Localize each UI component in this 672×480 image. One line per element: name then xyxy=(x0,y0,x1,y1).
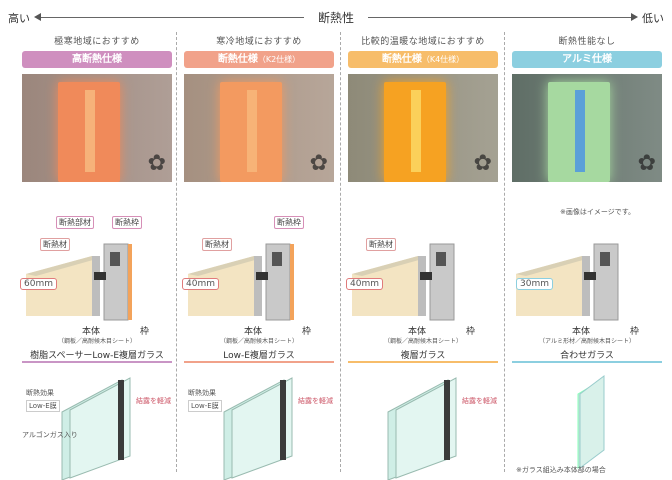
body-caption: 本体 xyxy=(572,327,591,337)
recommend-text: 断熱性能なし xyxy=(558,37,616,47)
spec-badge: 断熱仕様（K4仕様） xyxy=(348,51,498,68)
door-cross-section xyxy=(188,243,294,321)
label-insulation-member: 断熱部材 xyxy=(56,216,94,229)
spec-badge: 高断熱仕様 xyxy=(22,51,172,68)
spec-badge: 断熱仕様（K2仕様） xyxy=(184,51,334,68)
glass-note: ※ガラス組込み本体部の場合 xyxy=(516,466,606,474)
recommend-text: 極寒地域におすすめ xyxy=(54,37,140,47)
glass-label-effect: 断熱効果 xyxy=(26,389,54,397)
label-insulation-material: 断熱材 xyxy=(366,238,396,251)
glass-label-condensation: 結露を軽減 xyxy=(298,397,333,405)
plant-icon: ✿ xyxy=(637,151,656,176)
door-slit xyxy=(85,90,95,172)
plant-icon: ✿ xyxy=(473,151,492,176)
glass-illustration xyxy=(61,377,131,480)
badge-label: 断熱仕様 xyxy=(381,54,422,65)
door-photo: ✿ xyxy=(512,74,662,182)
door-cross-section xyxy=(516,243,619,321)
glass-door xyxy=(384,82,446,182)
glass-title-underline xyxy=(512,361,662,363)
door-slit xyxy=(411,90,421,172)
recommend-text: 寒冷地域におすすめ xyxy=(216,37,302,47)
plant-icon: ✿ xyxy=(147,151,166,176)
glass-label-condensation: 結露を軽減 xyxy=(462,397,497,405)
glass-label-argon: アルゴンガス入り xyxy=(22,431,78,439)
thickness-dimension: 60mm xyxy=(20,278,57,290)
body-caption: 本体 xyxy=(82,327,101,337)
door-slit xyxy=(575,90,585,172)
thickness-dimension: 30mm xyxy=(516,278,553,290)
glass-type-title: Low-E複層ガラス xyxy=(223,351,295,361)
glass-door xyxy=(220,82,282,182)
recommend-text: 比較的温暖な地域におすすめ xyxy=(361,37,485,47)
column-divider xyxy=(340,32,341,472)
material-caption: （鋼板／高耐候木目シート） xyxy=(383,338,462,345)
glass-type-title: 合わせガラス xyxy=(560,351,614,361)
glass-label-lowe: Low-E膜 xyxy=(188,400,222,412)
material-caption: （鋼板／高耐候木目シート） xyxy=(57,338,136,345)
door-cross-section xyxy=(352,243,455,321)
glass-type-title: 複層ガラス xyxy=(400,351,446,361)
door-slit xyxy=(247,90,257,172)
scale-high-label: 高い xyxy=(8,12,30,25)
thickness-dimension: 40mm xyxy=(346,278,383,290)
material-caption: （鋼板／高耐候木目シート） xyxy=(219,338,298,345)
label-insulated-frame: 断熱枠 xyxy=(112,216,142,229)
glass-title-underline xyxy=(22,361,172,363)
door-photo: ✿ xyxy=(184,74,334,182)
glass-door xyxy=(58,82,120,182)
glass-illustration xyxy=(577,375,605,469)
arrow-left-icon xyxy=(34,13,41,21)
badge-label: アルミ仕様 xyxy=(562,54,612,65)
plant-icon: ✿ xyxy=(309,151,328,176)
label-insulation-material: 断熱材 xyxy=(40,238,70,251)
spec-badge: アルミ仕様 xyxy=(512,51,662,68)
frame-caption: 枠 xyxy=(302,327,312,337)
glass-illustration xyxy=(223,377,293,480)
badge-label: 高断熱仕様 xyxy=(72,54,122,65)
column-divider xyxy=(176,32,177,472)
door-photo: ✿ xyxy=(22,74,172,182)
label-insulation-material: 断熱材 xyxy=(202,238,232,251)
image-note: ※画像はイメージです。 xyxy=(560,208,636,216)
label-insulated-frame: 断熱枠 xyxy=(274,216,304,229)
spec-column-1: 極寒地域におすすめ 高断熱仕様 ✿ 断熱部材 断熱枠 断熱材 60mm 本体 枠… xyxy=(18,30,176,480)
body-caption: 本体 xyxy=(408,327,427,337)
arrow-right-icon xyxy=(631,13,638,21)
glass-door xyxy=(548,82,610,182)
glass-illustration xyxy=(387,377,457,480)
glass-title-underline xyxy=(348,361,498,363)
door-cross-section xyxy=(26,243,132,321)
thickness-dimension: 40mm xyxy=(182,278,219,290)
glass-label-condensation: 結露を軽減 xyxy=(136,397,171,405)
glass-label-effect: 断熱効果 xyxy=(188,389,216,397)
spec-column-4: 断熱性能なし アルミ仕様 ✿ 30mm 本体 枠 （アルミ形材／高耐候木目シート… xyxy=(508,30,666,476)
badge-note: （K4仕様） xyxy=(421,55,465,64)
glass-title-underline xyxy=(184,361,334,363)
scale-title: 断熱性 xyxy=(317,11,354,25)
badge-note: （K2仕様） xyxy=(257,55,301,64)
frame-caption: 枠 xyxy=(630,327,640,337)
badge-label: 断熱仕様 xyxy=(217,54,258,65)
body-caption: 本体 xyxy=(244,327,263,337)
scale-low-label: 低い xyxy=(642,12,664,25)
spec-column-2: 寒冷地域におすすめ 断熱仕様（K2仕様） ✿ 断熱枠 断熱材 40mm 本体 枠… xyxy=(180,30,338,480)
spec-column-3: 比較的温暖な地域におすすめ 断熱仕様（K4仕様） ✿ 断熱材 40mm 本体 枠… xyxy=(344,30,502,480)
column-divider xyxy=(504,32,505,472)
glass-label-lowe: Low-E膜 xyxy=(26,400,60,412)
frame-caption: 枠 xyxy=(140,327,150,337)
glass-type-title: 樹脂スペーサーLow-E複層ガラス xyxy=(30,351,164,361)
door-photo: ✿ xyxy=(348,74,498,182)
material-caption: （アルミ形材／高耐候木目シート） xyxy=(539,338,635,345)
frame-caption: 枠 xyxy=(466,327,476,337)
